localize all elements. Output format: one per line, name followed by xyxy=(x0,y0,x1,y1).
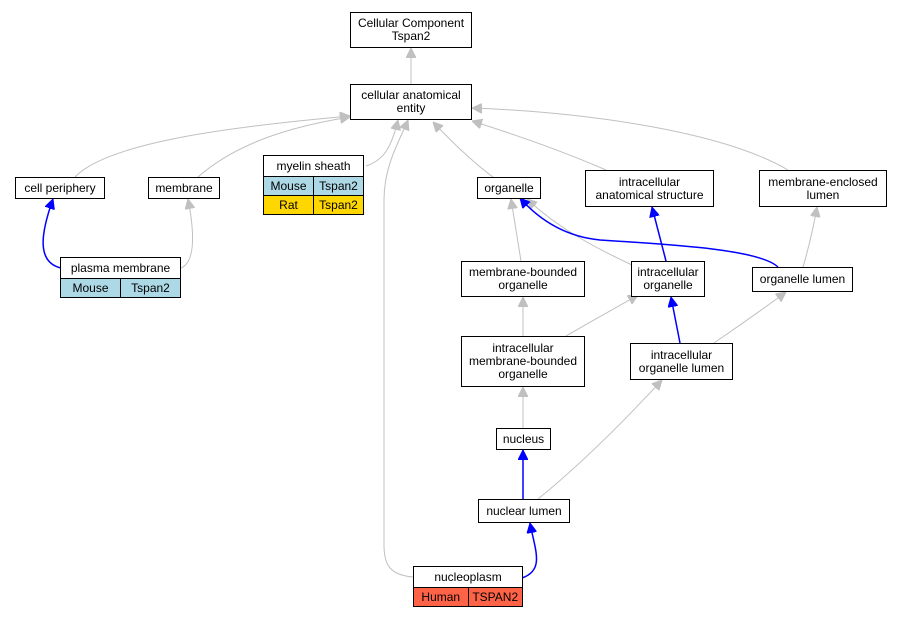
node-label-line: membrane-bounded xyxy=(468,265,578,279)
species-cell: Human xyxy=(413,587,469,607)
gene-cell: TSPAN2 xyxy=(467,587,523,607)
edge-plasma-membrane-to-membrane xyxy=(180,199,193,269)
node-label-line: intracellular xyxy=(492,341,554,355)
node-label-line: anatomical structure xyxy=(595,187,704,202)
node-nucleus[interactable]: nucleus xyxy=(496,428,551,450)
edge-nucleoplasm-to-cae xyxy=(383,120,414,578)
node-label: plasma membrane xyxy=(60,257,181,279)
edge-organelle-lumen-to-mel xyxy=(802,207,817,268)
node-label-line: intracellular xyxy=(650,347,713,362)
node-label-line: lumen xyxy=(806,187,840,202)
edge-nuclear-lumen-to-iol xyxy=(537,380,662,500)
node-label-line: cell periphery xyxy=(24,180,96,195)
node-label-line: membrane-bounded xyxy=(468,354,578,368)
node-label-line: organelle lumen xyxy=(759,272,846,286)
edge-cell-periphery-to-cae xyxy=(74,116,350,178)
node-nuclear-lumen[interactable]: nuclear lumen xyxy=(478,499,570,523)
edge-plasma-membrane-to-cell-periphery xyxy=(42,199,62,269)
node-label-line: nuclear lumen xyxy=(486,503,562,518)
node-label-line: organelle xyxy=(498,278,548,292)
node-label-line: entity xyxy=(396,101,426,115)
edge-nucleoplasm-to-nuclear-lumen xyxy=(521,523,538,579)
edge-io-to-ias xyxy=(652,207,667,262)
node-label-line: intracellular xyxy=(618,174,681,189)
node-cell-periphery[interactable]: cell periphery xyxy=(15,177,105,199)
edge-iol-to-organelle-lumen xyxy=(713,292,786,344)
node-label-line: organelle xyxy=(498,367,548,381)
edge-myelin-sheath-to-cae xyxy=(365,120,398,167)
edge-membrane-to-cae xyxy=(197,117,350,178)
edge-ias-to-cae xyxy=(472,121,607,171)
node-label: nucleoplasm xyxy=(413,566,523,588)
edge-organelle-to-cae xyxy=(433,122,494,178)
node-label-line: Tspan2 xyxy=(391,29,431,43)
node-label-line: intracellular xyxy=(637,265,699,279)
edge-mbo-to-organelle xyxy=(511,199,522,262)
edge-iol-to-io xyxy=(671,297,681,344)
species-cell: Rat xyxy=(263,195,314,215)
gene-cell: Tspan2 xyxy=(120,278,181,298)
species-cell: Mouse xyxy=(60,278,121,298)
gene-cell: Tspan2 xyxy=(313,195,364,215)
node-label-line: membrane xyxy=(155,180,213,195)
edge-mel-to-cae xyxy=(472,108,789,171)
node-label-line: organelle xyxy=(484,180,534,195)
node-membrane[interactable]: membrane xyxy=(148,177,220,199)
species-cell: Mouse xyxy=(263,176,314,196)
edge-io-to-organelle xyxy=(527,199,633,266)
gene-cell: Tspan2 xyxy=(313,176,364,196)
node-organelle[interactable]: organelle xyxy=(477,177,541,199)
node-label-line: nucleus xyxy=(502,431,545,446)
node-organelle-lumen[interactable]: organelle lumen xyxy=(752,267,853,292)
node-label-line: cellular anatomical xyxy=(361,88,461,102)
node-label-line: organelle xyxy=(643,278,693,292)
edge-organelle-lumen-to-organelle xyxy=(520,198,779,268)
edge-imbo-to-io xyxy=(565,295,638,337)
node-label: myelin sheath xyxy=(263,155,364,177)
node-label-line: organelle lumen xyxy=(638,360,725,375)
node-label-line: Cellular Component xyxy=(357,16,465,30)
node-label-line: membrane-enclosed xyxy=(768,174,878,189)
